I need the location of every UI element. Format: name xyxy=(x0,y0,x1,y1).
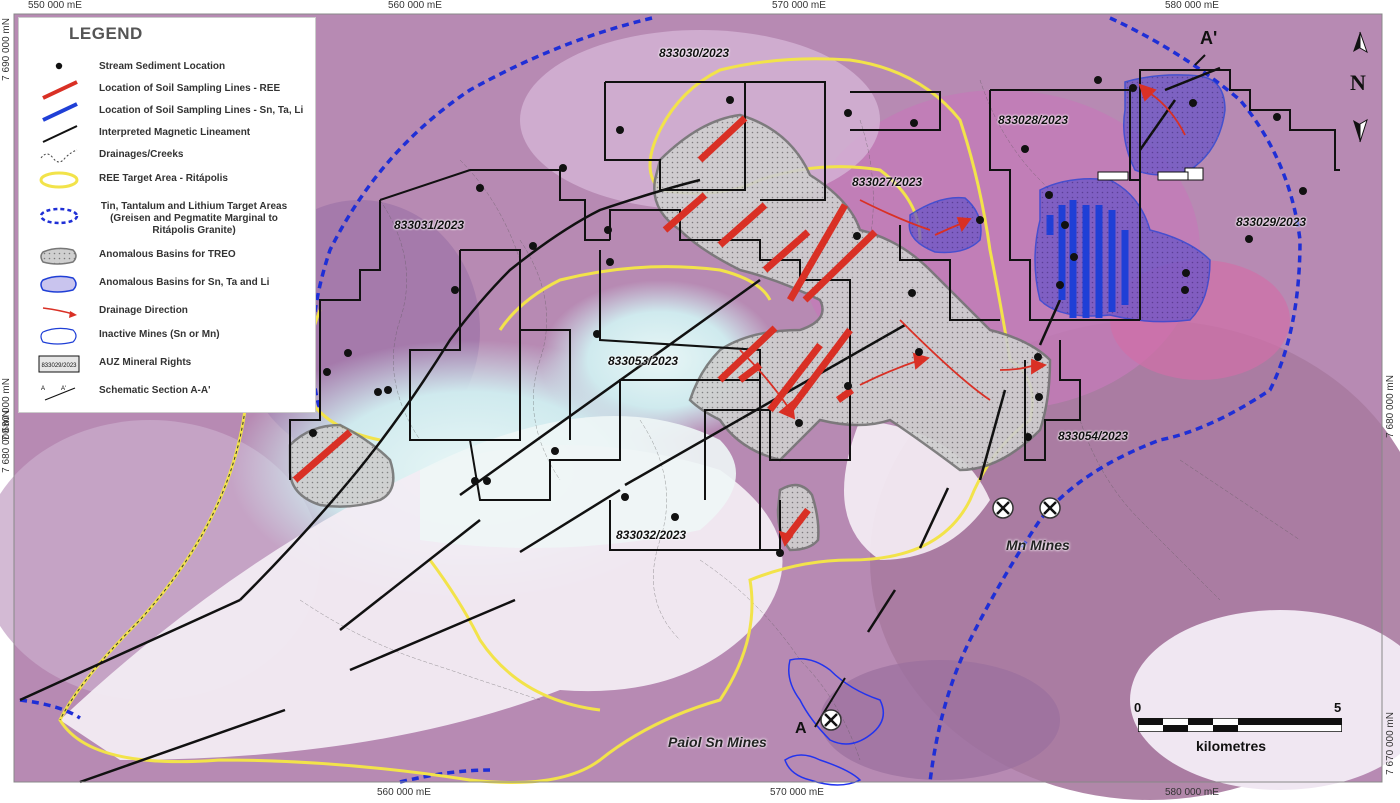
red-arrow-icon xyxy=(42,307,77,318)
claim-sample-label: 833029/2023 xyxy=(41,363,77,369)
ree-soil-lines xyxy=(292,115,878,543)
legend-label: Location of Soil Sampling Lines - Sn, Ta… xyxy=(99,105,304,116)
legend-label: AUZ Mineral Rights xyxy=(99,357,192,368)
stream-sediment-points xyxy=(309,76,1307,557)
scale-bar-graphic xyxy=(1138,718,1342,732)
scale-unit: kilometres xyxy=(1196,738,1267,754)
map-frame xyxy=(13,13,1383,783)
legend-item-sn-basin: Anomalous Basins for Sn, Ta and Li xyxy=(19,274,315,294)
section-a-prime-map-label: A' xyxy=(1200,28,1218,48)
legend-item-mineral-rights: 833029/2023 AUZ Mineral Rights xyxy=(19,354,315,374)
north-arrow-icon xyxy=(1353,31,1368,143)
legend-label: Drainages/Creeks xyxy=(99,149,184,160)
legend-label: Tin, Tantalum and Lithium Target Areas (… xyxy=(100,201,288,236)
section-a-map-label: A xyxy=(795,720,807,737)
small-marker xyxy=(1097,171,1129,181)
claim-label: 833054/2023 xyxy=(1058,429,1129,443)
grey-hatch-icon xyxy=(40,247,77,265)
blue-polygon-icon xyxy=(40,275,77,293)
black-line-icon xyxy=(42,125,78,143)
section-line-lower xyxy=(814,677,846,728)
legend-label: REE Target Area - Ritápolis xyxy=(99,173,228,184)
coord-top-2: 560 000 mE xyxy=(388,0,442,11)
legend-label: Inactive Mines (Sn or Mn) xyxy=(99,329,220,340)
section-line-upper xyxy=(1194,54,1206,66)
coord-top-4: 580 000 mE xyxy=(1165,0,1219,11)
legend-label: Schematic Section A-A' xyxy=(99,385,211,396)
claim-label: 833030/2023 xyxy=(659,46,730,60)
legend-item-sn-target: Tin, Tantalum and Lithium Target Areas (… xyxy=(19,198,315,246)
legend-label: Location of Soil Sampling Lines - REE xyxy=(99,83,281,94)
mn-mine-icon xyxy=(1039,497,1061,519)
legend-item-drainage-direction: Drainage Direction xyxy=(19,302,315,322)
creek-icon xyxy=(40,149,78,163)
legend-label: Interpreted Magnetic Lineament xyxy=(99,127,251,138)
blue-line-icon xyxy=(42,102,78,122)
coord-right-1: 7 680 000 mN xyxy=(1385,375,1396,438)
claim-label: 833028/2023 xyxy=(998,113,1069,127)
ree-target-area-dashed xyxy=(59,409,246,721)
legend-item-stream-sediment: Stream Sediment Location xyxy=(19,58,315,78)
imagery-tones xyxy=(0,30,1400,800)
section-a-label: A xyxy=(41,386,45,392)
claim-box-icon: 833029/2023 xyxy=(38,355,80,373)
coord-left-1: 7 690 000 mN xyxy=(1,18,12,81)
yellow-ellipse-icon xyxy=(39,171,79,189)
legend-item-lineament: Interpreted Magnetic Lineament xyxy=(19,124,315,144)
legend-label: Stream Sediment Location xyxy=(99,61,226,72)
legend-title: LEGEND xyxy=(69,24,143,43)
legend-item-treo-basin: Anomalous Basins for TREO xyxy=(19,246,315,266)
paiol-sn-basins xyxy=(784,658,885,786)
sn-mine-icon xyxy=(820,709,842,731)
mine-outline-icon xyxy=(40,327,77,345)
scale-five: 5 xyxy=(1334,700,1342,715)
coord-top-3: 570 000 mE xyxy=(772,0,826,11)
magnetic-lineaments xyxy=(19,66,1221,784)
scale-zero: 0 xyxy=(1134,700,1142,715)
legend-label: Anomalous Basins for TREO xyxy=(99,249,236,260)
coord-left-3: 7 680 000 mN xyxy=(1,410,12,473)
legend-item-inactive-mines: Inactive Mines (Sn or Mn) xyxy=(19,326,315,346)
small-marker xyxy=(1157,171,1189,181)
mn-mine-icon xyxy=(992,497,1014,519)
legend-item-drainages: Drainages/Creeks xyxy=(19,146,315,166)
coord-bottom-3: 580 000 mE xyxy=(1165,787,1219,798)
claim-label: 833027/2023 xyxy=(852,175,923,189)
drainage-arrows xyxy=(739,83,1186,547)
dot-icon xyxy=(55,62,63,70)
legend-label: Drainage Direction xyxy=(99,305,188,316)
claim-label: 833029/2023 xyxy=(1236,215,1307,229)
north-arrow: N xyxy=(1340,28,1380,148)
section-a-prime-label: A' xyxy=(61,386,66,392)
mn-mines-label: Mn Mines xyxy=(1006,537,1070,553)
north-label: N xyxy=(1350,70,1366,95)
blue-dashed-ellipse-icon xyxy=(39,207,79,225)
legend-item-sn-lines: Location of Soil Sampling Lines - Sn, Ta… xyxy=(19,102,315,122)
coord-bottom-1: 560 000 mE xyxy=(377,787,431,798)
scale-bar: 0 5 kilometres xyxy=(1130,700,1360,760)
claim-label: 833031/2023 xyxy=(394,218,465,232)
section-line-icon: A A' xyxy=(41,386,76,401)
claim-label: 833053/2023 xyxy=(608,354,679,368)
legend-item-ree-target: REE Target Area - Ritápolis xyxy=(19,170,315,190)
coord-top-1: 550 000 mE xyxy=(28,0,82,11)
sn-ta-li-target-area xyxy=(19,16,1302,784)
legend-label: Anomalous Basins for Sn, Ta and Li xyxy=(99,277,270,288)
claim-label: 833032/2023 xyxy=(616,528,687,542)
legend-item-section: A A' Schematic Section A-A' xyxy=(19,382,315,402)
paiol-sn-mines-label: Paiol Sn Mines xyxy=(668,734,767,750)
red-line-icon xyxy=(42,80,78,100)
coord-bottom-2: 570 000 mE xyxy=(770,787,824,798)
legend-item-ree-lines: Location of Soil Sampling Lines - REE xyxy=(19,80,315,100)
coord-right-2: 7 670 000 mN xyxy=(1385,712,1396,775)
legend-panel: LEGEND Stream Sediment Location Location… xyxy=(18,17,316,413)
